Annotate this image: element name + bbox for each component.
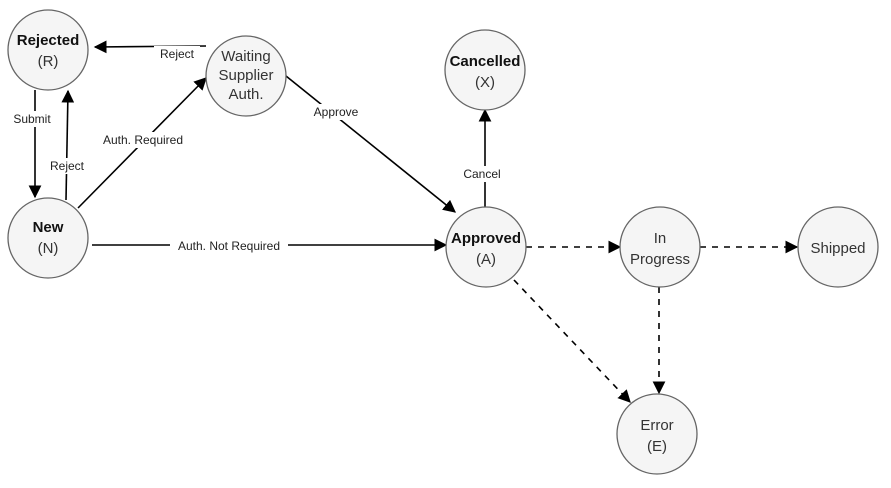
- edge-label-rejected-to-new: Submit: [9, 111, 55, 127]
- node-in-progress-line1: In: [654, 230, 667, 247]
- edge-label-new-to-waiting: Auth. Required: [96, 132, 190, 148]
- node-approved-code: (A): [476, 251, 496, 268]
- edge-new-to-rejected: [61, 89, 75, 201]
- node-cancelled-title: Cancelled: [450, 53, 521, 70]
- edge-waiting-to-approved: [285, 75, 456, 213]
- node-waiting-line2: Supplier: [218, 67, 273, 84]
- node-waiting-supplier-auth: Waiting Supplier Auth.: [205, 35, 287, 117]
- node-in-progress: In Progress: [619, 206, 701, 288]
- svg-text:Auth. Required: Auth. Required: [103, 133, 183, 147]
- node-new-code: (N): [38, 240, 59, 257]
- edge-label-waiting-to-rejected: Reject: [154, 46, 200, 62]
- node-rejected-title: Rejected: [17, 32, 80, 49]
- node-error-title: Error: [640, 417, 673, 434]
- node-error-code: (E): [647, 438, 667, 455]
- edge-approved-to-error: [513, 279, 631, 403]
- svg-text:Cancel: Cancel: [463, 167, 500, 181]
- node-approved-title: Approved: [451, 230, 521, 247]
- node-new: New (N): [7, 197, 89, 279]
- node-approved: Approved (A): [445, 206, 527, 288]
- node-in-progress-line2: Progress: [630, 251, 690, 268]
- node-rejected-code: (R): [38, 53, 59, 70]
- svg-text:Reject: Reject: [50, 159, 85, 173]
- node-waiting-line3: Auth.: [228, 86, 263, 103]
- node-shipped: Shipped: [797, 206, 879, 288]
- edge-label-new-to-rejected: Reject: [45, 158, 89, 174]
- node-rejected: Rejected (R): [7, 9, 89, 91]
- svg-text:Auth. Not Required: Auth. Not Required: [178, 239, 280, 253]
- node-cancelled: Cancelled (X): [444, 29, 526, 111]
- node-waiting-line1: Waiting: [221, 48, 270, 65]
- edge-label-approved-to-cancelled: Cancel: [458, 166, 506, 182]
- node-new-title: New: [33, 219, 64, 236]
- svg-text:Submit: Submit: [13, 112, 51, 126]
- node-error: Error (E): [616, 393, 698, 475]
- svg-text:Approve: Approve: [314, 105, 359, 119]
- edge-label-waiting-to-approved: Approve: [309, 104, 363, 120]
- svg-text:Reject: Reject: [160, 47, 195, 61]
- node-cancelled-code: (X): [475, 74, 495, 91]
- edge-label-new-to-approved: Auth. Not Required: [170, 238, 288, 254]
- node-shipped-title: Shipped: [810, 240, 865, 257]
